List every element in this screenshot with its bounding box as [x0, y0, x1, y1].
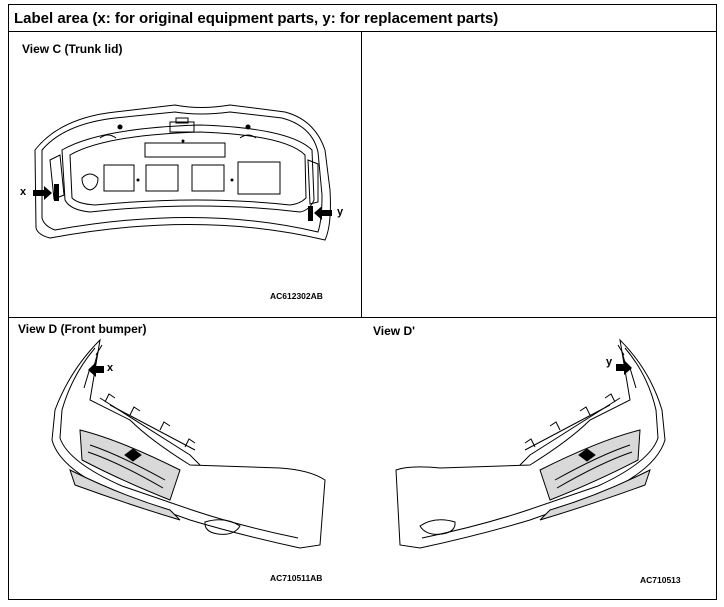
trunk-caption: View C (Trunk lid) [22, 42, 123, 56]
trunk-label-y: y [337, 206, 344, 218]
trunk-label-x: x [20, 186, 27, 198]
bumper-dprime-caption: View D' [373, 324, 415, 338]
bumper-dprime-figure-code: AC710513 [640, 575, 681, 585]
bumper-d-caption: View D (Front bumper) [18, 322, 147, 336]
vertical-divider [361, 32, 362, 317]
bumper-d-label-x: x [107, 362, 114, 374]
horizontal-divider [9, 317, 716, 318]
page-title: Label area (x: for original equipment pa… [9, 5, 716, 32]
diagram-frame: Label area (x: for original equipment pa… [8, 4, 717, 600]
bumper-d-figure-code: AC710511AB [270, 573, 323, 583]
bumper-dprime-label-y: y [606, 356, 613, 368]
trunk-figure-code: AC612302AB [270, 291, 323, 301]
